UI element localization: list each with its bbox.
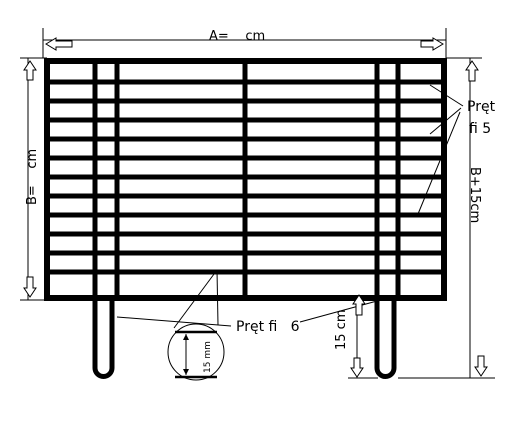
height-dimension: B= cm [20,57,47,301]
arrow-left-icon [45,37,73,51]
rod-leaders: Pręt fi 5 [417,84,496,215]
total-height-dimension: B+15cm [398,57,495,379]
arrow-up-icon [352,294,366,316]
leader-line [429,84,464,107]
vertical-bars [92,61,401,298]
arrow-down-icon [474,355,488,377]
width-dimension: A= cm [42,28,447,58]
rod-label-line1: Pręt [467,99,496,115]
post-rod-label: Pręt fi 6 [236,319,300,335]
right-leg [374,298,397,379]
detail-dimension-label: 15 mm [203,341,213,373]
arrow-up-icon [465,60,479,82]
detail-callout: 15 mm Pręt fi 6 [116,269,378,381]
arrow-down-icon [350,357,364,378]
arrow-right-icon [420,37,444,51]
detail-leader-right [216,269,219,326]
leader-line [429,107,462,135]
gate-frame [44,58,447,379]
arrow-up-icon [23,60,37,81]
total-height-label: B+15cm [467,167,482,223]
detail-leader-left [173,269,218,329]
leg-length-label: 15 cm [334,310,349,351]
arrow-down-icon [183,369,189,375]
outer-frame [44,58,447,301]
leader-line [417,111,461,215]
detail-circle [167,323,225,381]
arrow-up-icon [183,334,189,340]
left-leg [92,298,115,379]
width-dimension-label: A= cm [209,29,265,44]
height-dimension-label: B= cm [25,149,40,205]
leg-length-dimension: 15 cm [334,294,378,379]
rod-label-line2: fi 5 [469,121,491,137]
post-leader-left [116,316,232,327]
arrow-down-icon [23,276,37,298]
